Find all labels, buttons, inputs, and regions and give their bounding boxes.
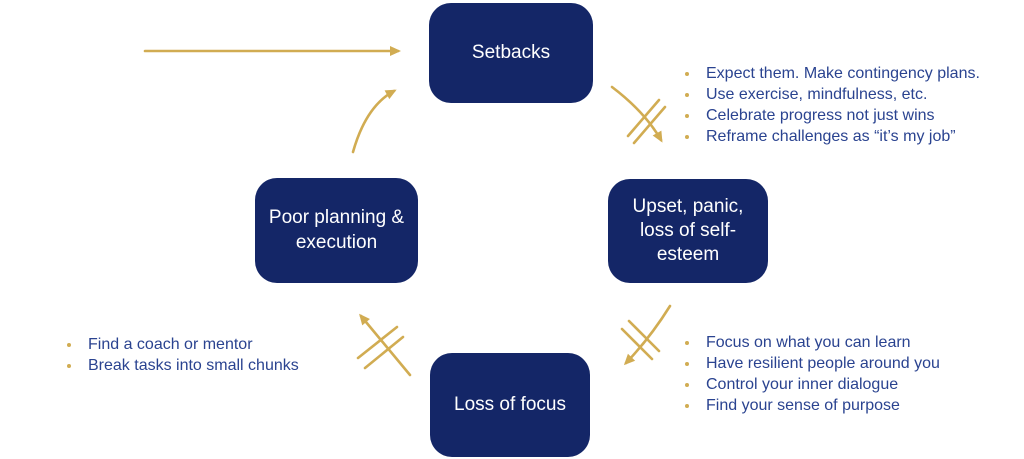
tip-item: Focus on what you can learn — [685, 332, 940, 353]
bullet-icon — [685, 135, 689, 139]
tip-item: Reframe challenges as “it’s my job” — [685, 126, 980, 147]
tips-list-setbacks: Expect them. Make contingency plans. Use… — [685, 63, 980, 147]
node-loss-of-focus: Loss of focus — [430, 353, 590, 457]
arrow-loss-to-poor-icon — [359, 313, 412, 377]
tip-text: Celebrate progress not just wins — [706, 107, 935, 124]
tip-item: Celebrate progress not just wins — [685, 105, 980, 126]
tip-item: Find a coach or mentor — [67, 334, 299, 355]
tip-text: Expect them. Make contingency plans. — [706, 65, 980, 82]
bullet-icon — [67, 343, 71, 347]
break-marks-upset-loss-icon — [620, 319, 661, 361]
node-poor-planning-label: Poor planning & execution — [268, 207, 405, 253]
tip-item: Use exercise, mindfulness, etc. — [685, 84, 980, 105]
bullet-icon — [685, 72, 689, 76]
arrow-setbacks-to-upset-icon — [610, 85, 663, 143]
break-marks-setbacks-upset-icon — [626, 98, 667, 145]
bullet-icon — [685, 383, 689, 387]
node-loss-of-focus-label: Loss of focus — [454, 393, 566, 415]
node-upset-panic: Upset, panic, loss of self-esteem — [608, 179, 768, 283]
tip-item: Have resilient people around you — [685, 353, 940, 374]
tips-list-upset: Focus on what you can learn Have resilie… — [685, 332, 940, 416]
bullet-icon — [685, 114, 689, 118]
tip-item: Expect them. Make contingency plans. — [685, 63, 980, 84]
tip-text: Control your inner dialogue — [706, 376, 899, 393]
node-poor-planning: Poor planning & execution — [255, 178, 418, 283]
break-marks-loss-poor-icon — [356, 325, 405, 370]
tip-text: Find your sense of purpose — [706, 397, 900, 414]
bullet-icon — [685, 341, 689, 345]
node-upset-panic-label: Upset, panic, loss of self-esteem — [632, 195, 744, 266]
tips-list-loss-of-focus: Find a coach or mentor Break tasks into … — [67, 334, 299, 376]
tip-text: Reframe challenges as “it’s my job” — [706, 128, 956, 145]
tip-text: Have resilient people around you — [706, 355, 940, 372]
bullet-icon — [685, 362, 689, 366]
arrow-upset-to-loss-icon — [623, 304, 672, 366]
node-setbacks-label: Setbacks — [471, 41, 551, 63]
arrow-poor-to-setbacks-icon — [351, 89, 397, 154]
bullet-icon — [685, 404, 689, 408]
tip-item: Control your inner dialogue — [685, 374, 940, 395]
bullet-icon — [685, 93, 689, 97]
tip-item: Find your sense of purpose — [685, 395, 940, 416]
tip-text: Find a coach or mentor — [88, 336, 253, 353]
tip-text: Break tasks into small chunks — [88, 357, 299, 374]
node-setbacks: Setbacks — [429, 3, 593, 103]
tip-item: Break tasks into small chunks — [67, 355, 299, 376]
bullet-icon — [67, 364, 71, 368]
tip-text: Use exercise, mindfulness, etc. — [706, 86, 928, 103]
tip-text: Focus on what you can learn — [706, 334, 911, 351]
